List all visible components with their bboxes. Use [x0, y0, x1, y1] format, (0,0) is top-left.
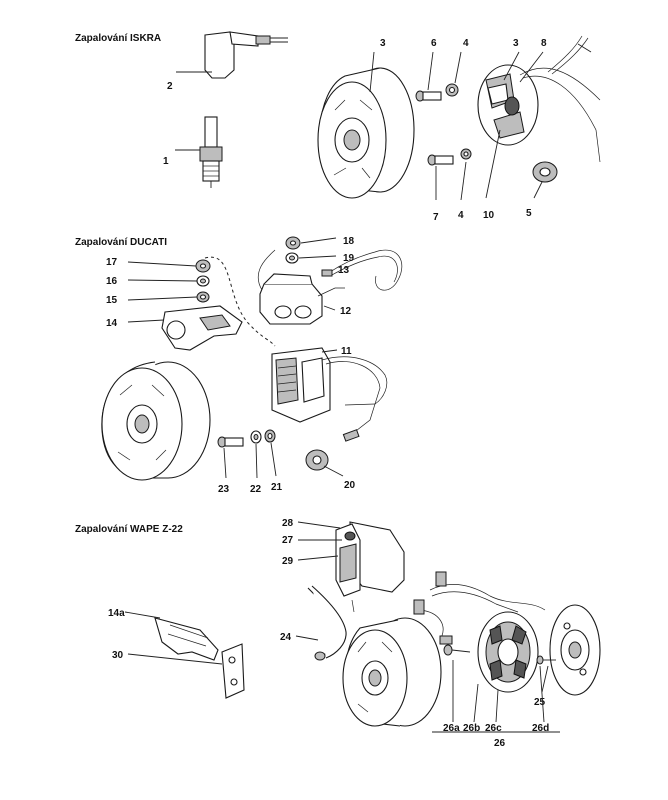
wape-screw-26d [536, 655, 556, 665]
label-14: 14 [106, 318, 118, 329]
wape-flywheel [342, 617, 442, 727]
label-5b: 7 [433, 212, 439, 223]
label-27: 27 [282, 535, 294, 546]
label-4a: 4 [463, 38, 469, 49]
label-3b: 3 [513, 38, 519, 49]
wape-stator [413, 571, 546, 693]
ducati-washer-15 [196, 291, 210, 303]
label-11: 11 [341, 346, 352, 357]
ducati-nut-17 [195, 259, 211, 273]
wape-screw-26a [443, 644, 471, 656]
label-1: 1 [163, 156, 169, 167]
label-12: 12 [340, 306, 352, 317]
iskra-stator-plate [477, 64, 601, 163]
group-bracket-26 [432, 660, 560, 733]
ducati-cable [321, 249, 403, 291]
label-22: 22 [250, 484, 262, 495]
assembly-path-dashed [204, 256, 276, 347]
label-4b: 4 [458, 210, 464, 221]
iskra-washer-lower [460, 148, 472, 160]
label-30: 30 [112, 650, 124, 661]
label-16: 16 [106, 276, 118, 287]
label-15: 15 [106, 295, 118, 306]
iskra-cable [547, 35, 589, 75]
label-23: 23 [218, 484, 230, 495]
label-2: 2 [167, 81, 173, 92]
wape-bracket-30 [221, 643, 245, 699]
label-24: 24 [280, 632, 292, 643]
wape-ignition-coil [335, 521, 405, 613]
wape-bracket-14a [154, 617, 219, 661]
ducati-bracket [161, 305, 243, 351]
label-8: 10 [483, 210, 495, 221]
label-26c: 26c [485, 723, 502, 734]
label-20: 20 [344, 480, 356, 491]
ducati-washer-22 [250, 430, 262, 444]
label-18: 18 [343, 236, 355, 247]
ducati-grommet [305, 449, 329, 471]
spark-plug-cap [204, 31, 288, 79]
ducati-stator [271, 347, 388, 442]
label-21: 21 [271, 482, 283, 493]
label-28: 28 [282, 518, 294, 529]
label-25: 25 [534, 697, 546, 708]
label-26b: 26b [463, 723, 480, 734]
section-title-iskra: Zapalování ISKRA [75, 33, 161, 44]
label-13: 13 [338, 265, 350, 276]
section-title-wape: Zapalování WAPE Z-22 [75, 524, 183, 535]
wape-cover-plate [549, 604, 601, 696]
label-26d: 26d [532, 723, 549, 734]
iskra-washer-upper [445, 83, 459, 97]
label-19: 19 [343, 253, 355, 264]
section-title-ducati: Zapalování DUCATI [75, 237, 167, 248]
label-29: 29 [282, 556, 294, 567]
ducati-washer-19 [285, 252, 299, 264]
label-14a: 14a [108, 608, 125, 619]
label-17: 17 [106, 257, 118, 268]
label-3a: 3 [380, 38, 386, 49]
label-26a: 26a [443, 723, 460, 734]
iskra-grommet [532, 161, 558, 183]
label-7: 8 [541, 38, 547, 49]
ducati-flywheel [101, 361, 211, 481]
iskra-screw-upper [415, 90, 442, 102]
wape-ht-cable [307, 585, 347, 661]
ducati-washer-21 [264, 429, 276, 443]
ducati-washer-16 [196, 275, 210, 287]
iskra-flywheel [317, 67, 415, 199]
ducati-ignition-coil [257, 249, 345, 325]
ducati-screw-23 [217, 436, 244, 448]
ducati-nut-18 [285, 236, 301, 250]
spark-plug [199, 116, 223, 188]
label-26: 26 [494, 738, 506, 749]
label-6: 5 [526, 208, 532, 219]
iskra-screw-lower [427, 154, 454, 166]
label-5a: 6 [431, 38, 437, 49]
